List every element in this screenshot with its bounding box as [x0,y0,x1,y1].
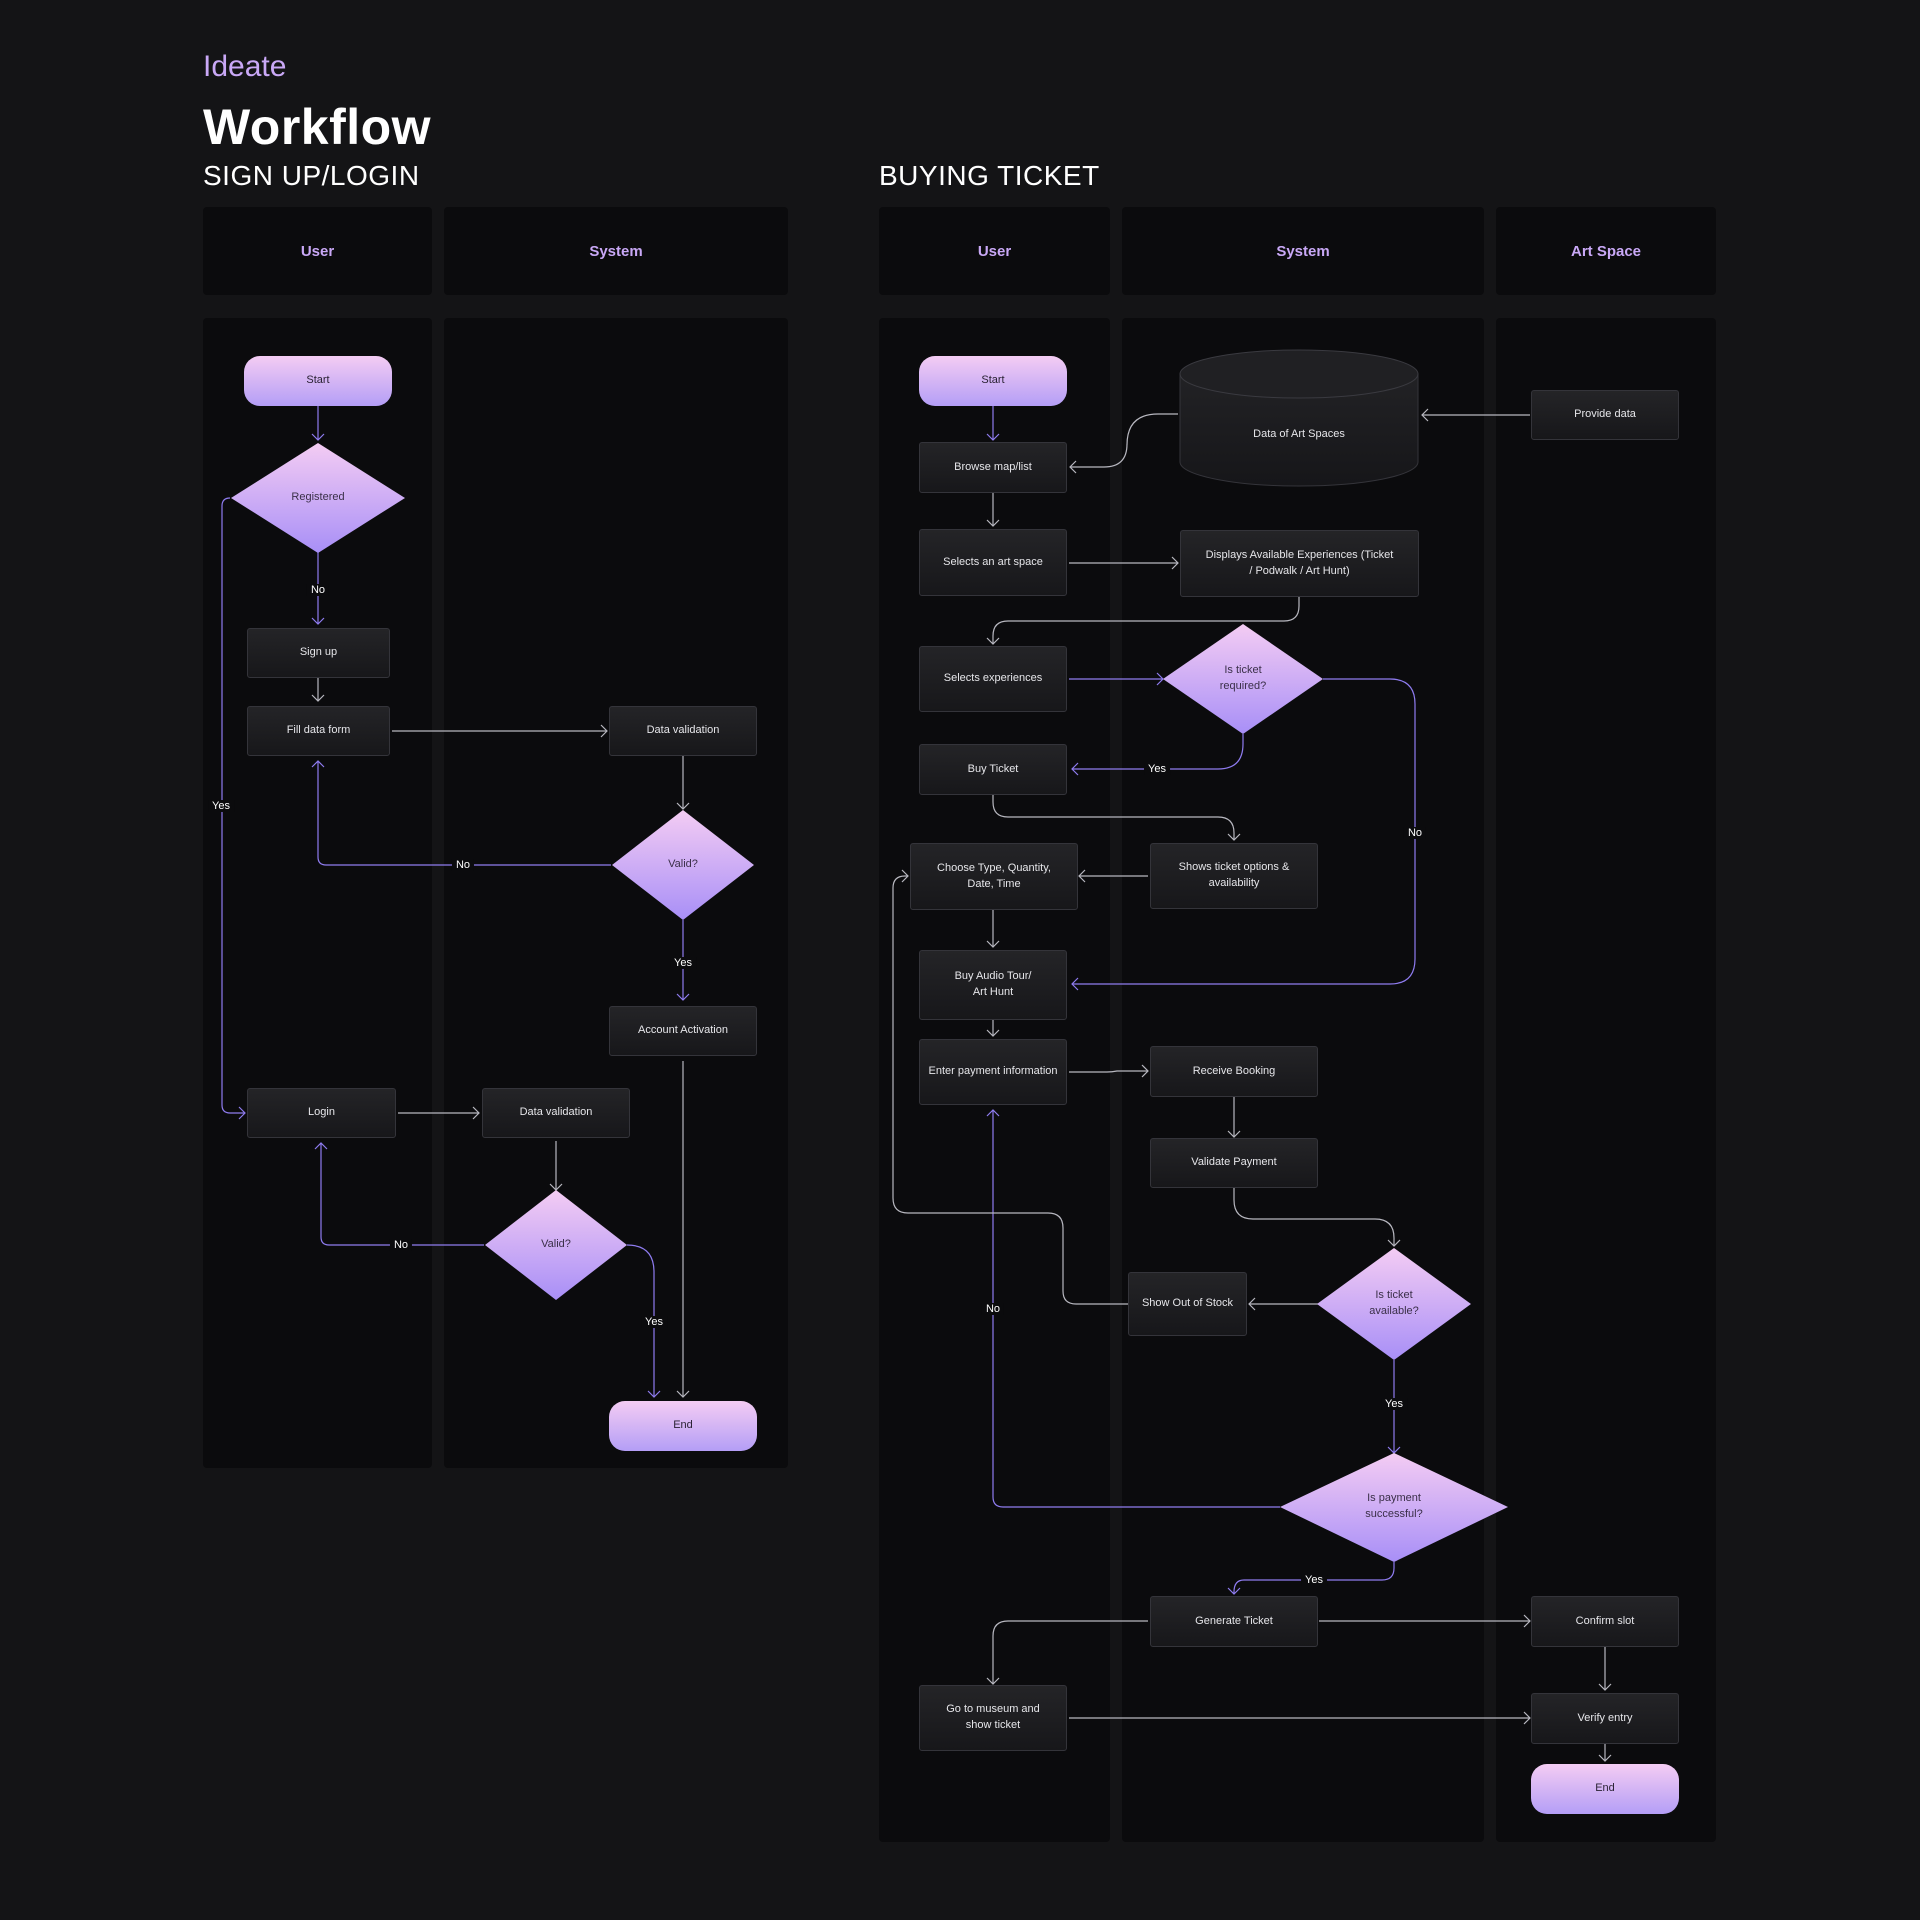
edge-label-yes: Yes [641,1316,667,1328]
decision-payment-success: Is payment successful? [1365,1492,1423,1520]
lane-header-artspace: Art Space [1496,207,1716,295]
data-validation-step: Data validation [482,1088,630,1138]
end-node: End [609,1401,757,1451]
displays-experiences-step: Displays Available Experiences (Ticket /… [1180,530,1419,597]
decision-ticket-required-shape [1163,624,1323,734]
edge-label-yes: Yes [1144,763,1170,775]
start-node: Start [244,356,392,406]
receive-booking-step: Receive Booking [1150,1046,1318,1097]
browse-step: Browse map/list [919,442,1067,493]
edge-valid2-end [626,1244,655,1397]
edge-validate-available [1233,1188,1395,1246]
edge-label-yes: Yes [1301,1574,1327,1586]
confirm-slot-step: Confirm slot [1531,1596,1679,1647]
decision-valid-shape [612,810,754,920]
data-store-art-spaces: Data of Art Spaces [1253,428,1345,441]
verify-entry-step: Verify entry [1531,1693,1679,1744]
edge-registered-login [221,497,245,1114]
edge-label-no: No [451,859,475,871]
edge-label-yes: Yes [1381,1398,1407,1410]
edge-label-no: No [1403,827,1427,839]
decision-registered-shape [231,443,405,553]
decision-ticket-required: Is ticket required? [1219,664,1267,692]
edge-valid1-fill [317,761,611,866]
signup-step: Sign up [247,628,390,678]
buy-ticket-step: Buy Ticket [919,744,1067,795]
swimlane-system [444,318,788,1468]
edge-generate-museum [992,1620,1148,1684]
section-title-signup: SIGN UP/LOGIN [203,160,420,191]
edge-payment-enter [992,1110,1280,1508]
lane-header-system: System [444,207,788,295]
out-of-stock-step: Show Out of Stock [1128,1272,1247,1336]
choose-type-step: Choose Type, Quantity, Date, Time [910,843,1078,910]
edge-label-yes: Yes [670,957,696,969]
edge-outofstock-choose [892,875,1128,1305]
go-to-museum-step: Go to museum and show ticket [919,1685,1067,1751]
edge-data-browse [1070,413,1178,468]
edge-label-no: No [306,584,330,596]
eyebrow: Ideate [203,50,287,83]
edge-label-no: No [981,1303,1005,1315]
end-node: End [1531,1764,1679,1814]
decision-ticket-available-shape [1317,1248,1471,1360]
edge-displays-select [992,597,1300,644]
shows-options-step: Shows ticket options & availability [1150,843,1318,909]
edge-required-buy [1072,734,1244,770]
generate-ticket-step: Generate Ticket [1150,1596,1318,1647]
section-title-buying: BUYING TICKET [879,160,1100,191]
start-node: Start [919,356,1067,406]
validate-payment-step: Validate Payment [1150,1138,1318,1188]
decision-ticket-available: Is ticket available? [1369,1289,1419,1317]
provide-data-step: Provide data [1531,390,1679,440]
account-activation-step: Account Activation [609,1006,757,1056]
select-experiences-step: Selects experiences [919,646,1067,712]
edge-label-yes: Yes [208,800,234,812]
login-step: Login [247,1088,396,1138]
data-validation-step: Data validation [609,706,757,756]
lane-header-user: User [879,207,1110,295]
decision-valid: Valid? [541,1238,571,1251]
swimlane-artspace [1496,318,1716,1842]
select-space-step: Selects an art space [919,529,1067,596]
buy-audio-tour-step: Buy Audio Tour/ Art Hunt [919,950,1067,1020]
decision-payment-success-shape [1280,1453,1508,1562]
fill-form-step: Fill data form [247,706,390,756]
edge-label-no: No [389,1239,413,1251]
enter-payment-step: Enter payment information [919,1039,1067,1105]
decision-valid: Valid? [668,858,698,871]
lane-header-user: User [203,207,432,295]
database-cylinder-icon [1179,374,1419,487]
page-title: Workflow [203,99,432,155]
edge-enter-receive [1069,1070,1148,1073]
decision-valid-shape [485,1190,627,1300]
edge-buy-shows [992,795,1235,840]
edge-valid2-login [320,1143,484,1246]
lane-header-system: System [1122,207,1484,295]
decision-registered: Registered [291,491,345,504]
